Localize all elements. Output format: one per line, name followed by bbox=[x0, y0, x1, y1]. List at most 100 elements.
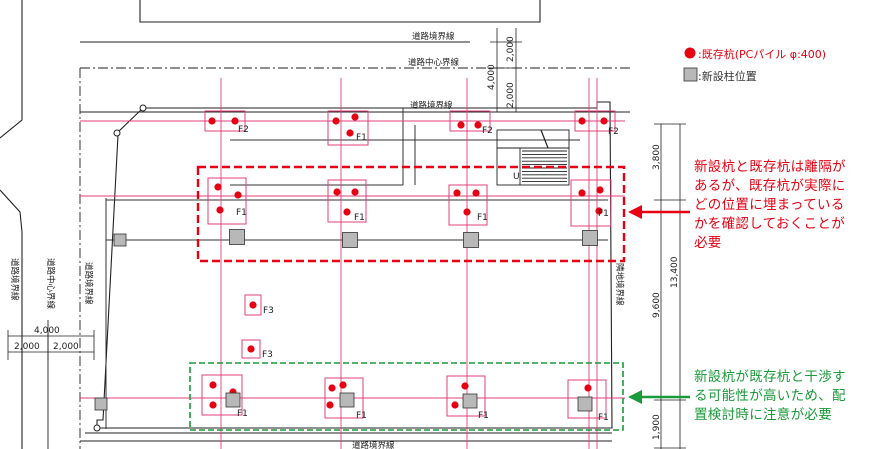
road-boundary-left2-label: 道路境界線 bbox=[83, 262, 94, 305]
stair-up-label: U bbox=[513, 172, 520, 182]
existing-pile bbox=[346, 129, 354, 137]
existing-pile bbox=[209, 401, 217, 409]
dim-right-13400: 13,400 bbox=[670, 256, 680, 288]
new-column bbox=[582, 230, 598, 246]
dim-left-4000: 4,000 bbox=[34, 326, 60, 336]
note-green-line: 新設杭が既存杭と干渉す bbox=[694, 369, 846, 385]
note-red-line: 新設杭と既存杭は離隔が bbox=[694, 159, 846, 175]
note-green-line: 置検討時に注意が必要 bbox=[694, 407, 832, 423]
existing-pile bbox=[328, 384, 336, 392]
existing-pile bbox=[472, 189, 480, 197]
existing-pile bbox=[231, 117, 239, 125]
foundation-box bbox=[567, 379, 607, 419]
dimension-right bbox=[654, 123, 686, 449]
dim-left-2000a: 2,000 bbox=[14, 342, 40, 352]
existing-pile bbox=[332, 117, 340, 125]
existing-pile bbox=[596, 186, 604, 194]
existing-pile bbox=[474, 121, 482, 129]
existing-pile bbox=[463, 208, 471, 216]
note-red-line: かを確認しておくことが bbox=[694, 216, 845, 232]
foundation-box bbox=[204, 110, 246, 132]
dim-right-1900: 1,900 bbox=[652, 414, 662, 440]
existing-pile bbox=[351, 113, 359, 121]
existing-pile bbox=[351, 188, 359, 196]
note-green: 新設杭が既存杭と干渉す る可能性が高いため、配 置検討時に注意が必要 bbox=[694, 368, 846, 425]
existing-pile bbox=[214, 183, 222, 191]
red-arrow bbox=[628, 205, 690, 219]
green-highlight-box bbox=[189, 362, 624, 431]
boundary-labels: 道路境界線 道路中心界線 道路境界線 道路境界線 道路境界線 道路中心界線 道路… bbox=[9, 31, 625, 449]
foundation-label: F1 bbox=[477, 213, 488, 223]
existing-pile bbox=[247, 345, 255, 353]
existing-pile bbox=[339, 381, 347, 389]
note-red: 新設杭と既存杭は離隔が あるが、既存杭が実際に どの位置に埋まっている かを確認… bbox=[694, 158, 846, 253]
existing-pile bbox=[333, 188, 341, 196]
road-boundary-left-label: 道路境界線 bbox=[9, 258, 20, 301]
new-column bbox=[462, 393, 478, 409]
existing-pile bbox=[343, 208, 351, 216]
road-boundary-top-label: 道路境界線 bbox=[412, 31, 455, 42]
road-boundary-top2-label: 道路境界線 bbox=[410, 100, 453, 111]
new-column bbox=[342, 232, 358, 248]
foundation-box bbox=[201, 374, 243, 416]
existing-pile bbox=[453, 189, 461, 197]
foundation-box bbox=[327, 179, 367, 223]
existing-pile bbox=[457, 121, 465, 129]
existing-pile bbox=[451, 401, 459, 409]
new-column bbox=[113, 233, 127, 247]
adjacent-building-outline bbox=[0, 0, 541, 449]
existing-pile bbox=[461, 382, 469, 390]
new-column bbox=[577, 396, 593, 412]
foundation-label: F3 bbox=[262, 350, 273, 360]
note-red-line: あるが、既存杭が実際に bbox=[694, 178, 846, 194]
existing-pile bbox=[234, 191, 242, 199]
foundation-label: F1 bbox=[478, 411, 489, 421]
dim-top-4000: 4,000 bbox=[487, 64, 497, 90]
existing-pile bbox=[600, 117, 608, 125]
foundation-box bbox=[449, 110, 491, 132]
note-red-line: どの位置に埋まっている bbox=[694, 197, 845, 213]
foundation-label: F1 bbox=[598, 413, 609, 423]
legend-pile-symbol bbox=[684, 47, 696, 59]
foundation-box bbox=[207, 177, 247, 225]
dimension-labels: 4,000 2,000 2,000 4,000 2,000 2,000 3,80… bbox=[14, 36, 680, 440]
new-column bbox=[463, 232, 479, 248]
building-outline bbox=[105, 108, 608, 429]
foundation-label: F1 bbox=[236, 208, 247, 218]
road-center-top-label: 道路中心界線 bbox=[408, 57, 460, 68]
dim-top-2000a: 2,000 bbox=[506, 36, 516, 62]
stair bbox=[496, 129, 570, 186]
existing-pile bbox=[216, 206, 224, 214]
existing-pile bbox=[249, 301, 257, 309]
existing-pile bbox=[209, 381, 217, 389]
legend-column-symbol bbox=[683, 67, 698, 82]
legend-column-text: :新設柱位置 bbox=[698, 70, 757, 83]
foundation-box bbox=[244, 294, 262, 316]
site-boundary bbox=[80, 101, 613, 442]
road-lines-top bbox=[47, 41, 630, 449]
legend-pile-text: :既存杭(PCパイル φ:400) bbox=[698, 48, 827, 61]
existing-pile bbox=[584, 384, 592, 392]
neighbor-boundary-label: 隣地境界線 bbox=[614, 263, 625, 306]
foundation-label: F2 bbox=[608, 127, 619, 137]
boundary-markers bbox=[93, 104, 147, 432]
foundation-box bbox=[448, 184, 488, 226]
dimension-top bbox=[490, 28, 522, 113]
dim-right-9600: 9,600 bbox=[652, 292, 662, 318]
foundation-label: F1 bbox=[237, 409, 248, 419]
existing-pile bbox=[578, 189, 586, 197]
foundation-box bbox=[241, 339, 261, 359]
green-arrow bbox=[628, 390, 690, 404]
note-green-line: る可能性が高いため、配 bbox=[694, 388, 846, 404]
road-boundary-bottom-label: 道路境界線 bbox=[352, 440, 395, 449]
dim-top-2000b: 2,000 bbox=[506, 82, 516, 108]
red-highlight-box bbox=[196, 165, 626, 263]
foundation-label: F3 bbox=[263, 306, 274, 316]
foundation-label: F1 bbox=[354, 213, 365, 223]
foundation-label: F1 bbox=[356, 133, 367, 143]
foundation-label: F2 bbox=[238, 125, 249, 135]
note-red-line: 必要 bbox=[694, 235, 722, 251]
foundation-box bbox=[446, 375, 486, 417]
